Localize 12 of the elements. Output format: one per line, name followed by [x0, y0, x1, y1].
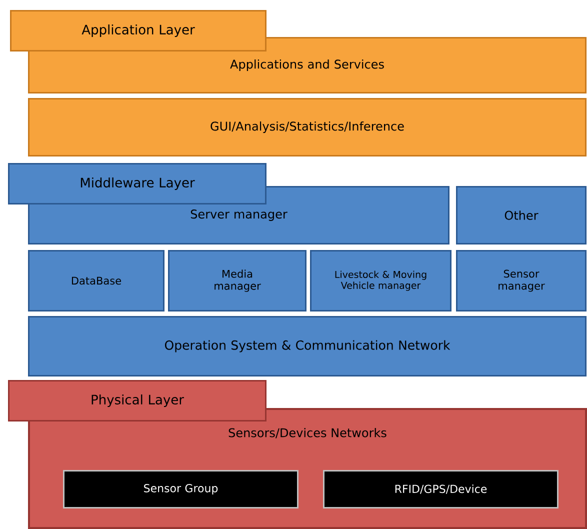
- layer-tab: Middleware Layer: [8, 163, 266, 204]
- layer-box: GUI/Analysis/Statistics/Inference: [28, 98, 586, 156]
- device-box: RFID/GPS/Device: [323, 470, 558, 508]
- layer-tab: Application Layer: [10, 10, 266, 52]
- layer-tab: Physical Layer: [8, 380, 266, 422]
- module-box: Media manager: [168, 250, 306, 312]
- module-box: Other: [456, 186, 586, 244]
- module-box: Sensor manager: [456, 250, 586, 312]
- module-box: Livestock & Moving Vehicle manager: [310, 250, 452, 312]
- module-box: DataBase: [28, 250, 164, 312]
- module-box: Operation System & Communication Network: [28, 316, 586, 376]
- device-box: Sensor Group: [63, 470, 298, 508]
